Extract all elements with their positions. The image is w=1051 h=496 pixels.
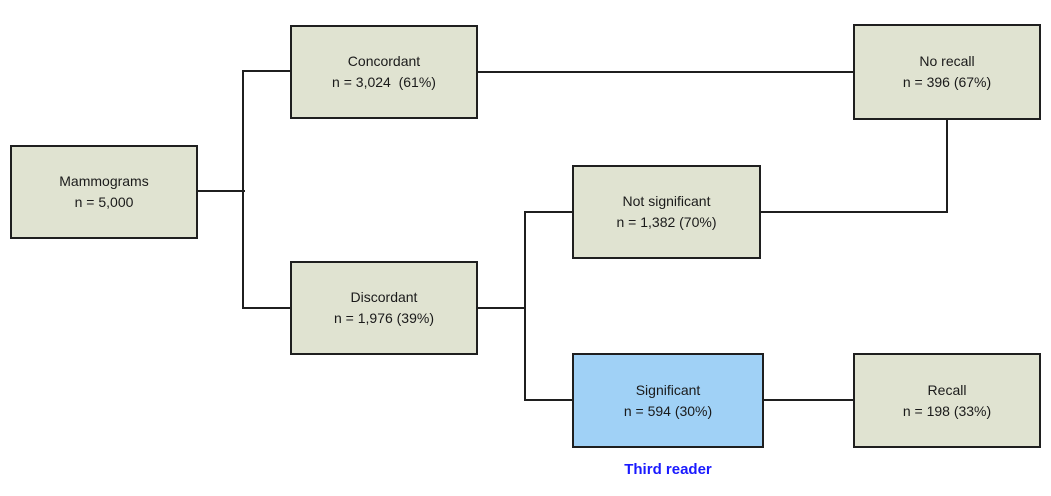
node-concordant: Concordant n = 3,024 (61%)	[290, 25, 478, 119]
node-not-significant: Not significant n = 1,382 (70%)	[572, 165, 761, 259]
node-value: n = 5,000	[74, 194, 134, 210]
node-mammograms: Mammograms n = 5,000	[10, 145, 198, 239]
node-label: No recall	[919, 53, 975, 69]
edge-branch-to-significant	[524, 399, 572, 401]
node-label: Significant	[635, 381, 701, 398]
edge-up-to-no-recall	[946, 120, 948, 212]
node-value: n = 198 (33%)	[902, 402, 992, 419]
edge-significant-to-recall	[763, 399, 853, 401]
node-value: n = 3,024 (61%)	[332, 74, 436, 90]
edge-concordant-to-no-recall	[477, 71, 853, 73]
node-label: Not significant	[622, 193, 711, 209]
edge-not-significant-rightward	[760, 211, 948, 213]
edge-branch-trunk-middle	[524, 211, 526, 401]
node-label: Recall	[927, 381, 967, 398]
edge-discordant-to-branch	[477, 307, 526, 309]
edge-branch-to-not-significant	[524, 211, 572, 213]
node-recall: Recall n = 198 (33%)	[853, 353, 1041, 448]
edge-branch-to-discordant	[242, 307, 290, 309]
node-value: n = 1,382 (70%)	[616, 214, 717, 230]
node-value: n = 396 (67%)	[902, 74, 992, 90]
edge-branch-to-concordant	[242, 70, 290, 72]
node-value: n = 594 (30%)	[623, 402, 713, 419]
node-discordant: Discordant n = 1,976 (39%)	[290, 261, 478, 355]
node-value: n = 1,976 (39%)	[333, 310, 434, 326]
edge-mammograms-to-branch	[197, 190, 245, 192]
third-reader-annotation: Third reader	[624, 461, 712, 478]
node-significant-highlighted: Significant n = 594 (30%)	[572, 353, 764, 448]
edge-branch-trunk-left	[242, 71, 244, 309]
node-no-recall: No recall n = 396 (67%)	[853, 24, 1041, 120]
node-label: Mammograms	[59, 173, 149, 189]
node-label: Discordant	[350, 289, 418, 305]
node-label: Concordant	[347, 53, 421, 69]
